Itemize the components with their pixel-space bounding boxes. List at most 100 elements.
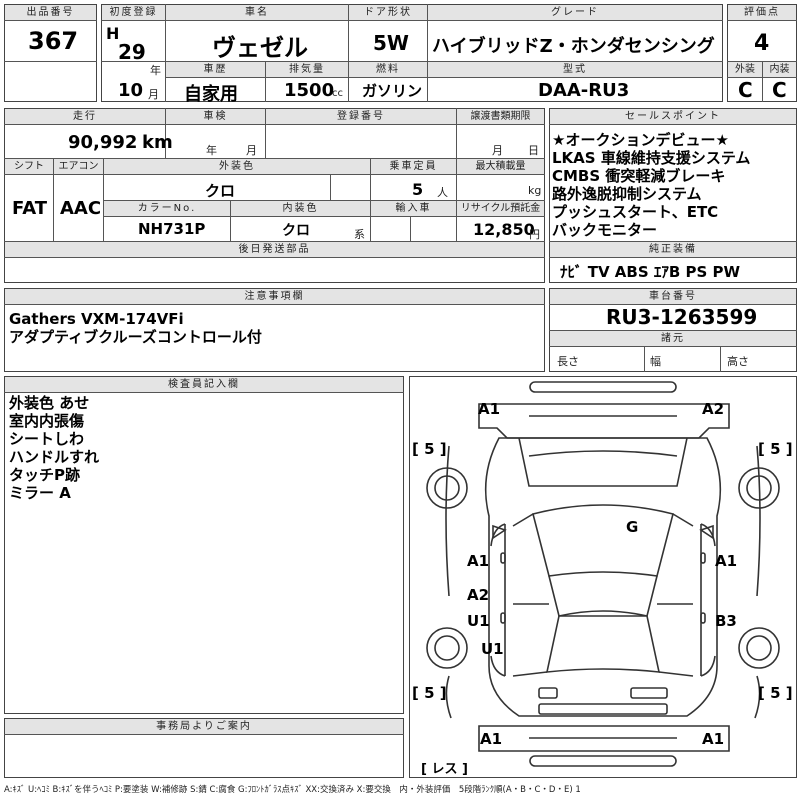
ac-label: エアコン (54, 159, 103, 174)
model-label: 型式 (428, 62, 722, 77)
damage-right-front-door: A1 (715, 552, 738, 570)
int-grade: C (772, 78, 787, 102)
displacement-label: 排気量 (266, 62, 348, 77)
length-label: 長さ (557, 355, 579, 368)
recycle-unit: 円 (529, 228, 540, 241)
sales-line: プッシュスタート、ETC (552, 203, 719, 221)
inspector-box (4, 376, 404, 714)
damage-left-rear-door: A2 (467, 586, 490, 604)
score-label: 評価点 (728, 5, 796, 20)
month-unit: 月 (148, 88, 159, 101)
chassis-number: RU3-1263599 (606, 305, 758, 329)
reg-year: 29 (118, 40, 146, 64)
ext-color-label: 外装色 (104, 159, 370, 174)
grade-label: グレード (428, 5, 722, 20)
note-line: Gathers VXM-174VFi (9, 310, 184, 328)
sales-points: ★オークションデビュー★ LKAS 車線維持支援システム CMBS 衝突軽減ブレ… (552, 131, 750, 239)
model-code: DAA-RU3 (538, 80, 630, 101)
color-no: NH731P (138, 220, 206, 238)
later-parts-label: 後日発送部品 (5, 242, 544, 257)
mileage-label: 走行 (5, 109, 165, 124)
damage-left-rear-door-2: U1 (467, 612, 490, 630)
max-load-label: 最大積載量 (457, 159, 544, 174)
spare-tire: [ レス ] (421, 762, 468, 777)
notes-lines: Gathers VXM-174VFi アダプティブクルーズコントロール付 (9, 310, 262, 346)
color-no-label: カラーNo. (104, 201, 230, 216)
score: 4 (754, 31, 770, 56)
transfer-day-unit: 日 (528, 144, 539, 157)
inspector-line: タッチP跡 (9, 466, 80, 484)
sales-line: 路外逸脱抑制システム (552, 185, 702, 203)
insp-month-unit: 月 (246, 144, 257, 157)
ac: AAC (60, 198, 102, 219)
max-load-unit: kg (528, 184, 542, 197)
legend: A:ｷｽﾞ U:ﾍｺﾐ B:ｷｽﾞを伴うﾍｺﾐ P:要塗装 W:補修跡 S:錆 … (4, 785, 581, 795)
damage-rear-right: A1 (702, 730, 725, 748)
inspector-line: シートしわ (9, 430, 85, 448)
tire-rear-left: [ 5 ] (412, 684, 447, 702)
chassis-label: 車台番号 (550, 289, 796, 304)
capacity: 5 (412, 180, 424, 199)
ext-label: 外装 (728, 62, 762, 77)
recycle-fee: 12,850 (473, 220, 535, 239)
inspector-line: ハンドルすれ (9, 448, 100, 466)
inspector-lines: 外装色 あせ 室内内張傷 シートしわ ハンドルすれ タッチP跡 ミラー A (9, 394, 99, 502)
inspection-label: 車検 (166, 109, 265, 124)
note-line: アダプティブクルーズコントロール付 (9, 328, 262, 346)
capacity-unit: 人 (437, 186, 448, 199)
door-type: 5W (373, 31, 409, 55)
lot-label: 出品番号 (5, 5, 96, 20)
grade: ハイブリッドZ・ホンダセンシング (432, 36, 715, 57)
history-label: 車歴 (166, 62, 265, 77)
vehicle-name: ヴェゼル (212, 34, 308, 62)
inspector-line: 室内内張傷 (9, 412, 85, 430)
tire-front-right: [ 5 ] (758, 440, 793, 458)
displacement: 1500 (284, 80, 335, 101)
damage-front-right: A2 (702, 400, 725, 418)
inspector-line: 外装色 あせ (9, 394, 90, 412)
equipment: ﾅﾋﾞ TV ABS ｴｱB PS PW (560, 263, 741, 281)
sales-line: バックモニター (552, 221, 658, 239)
recycle-label: リサイクル預託金 (457, 201, 544, 216)
equipment-label: 純正装備 (550, 242, 796, 257)
int-color: クロ (282, 223, 310, 239)
fuel: ガソリン (362, 82, 423, 100)
transfer-month-unit: 月 (492, 144, 503, 157)
office-label: 事務局よりご案内 (5, 719, 403, 734)
sales-line: ★オークションデビュー★ (552, 131, 729, 149)
inspector-line: ミラー A (9, 484, 71, 502)
tire-rear-right: [ 5 ] (758, 684, 793, 702)
year-unit: 年 (150, 64, 161, 77)
car-diagram (426, 381, 780, 767)
lot-number: 367 (28, 27, 79, 55)
int-color-label: 内装色 (231, 201, 370, 216)
import-label: 輸入車 (371, 201, 456, 216)
int-color-unit: 系 (354, 228, 365, 241)
damage-left-rear-fender: U1 (481, 640, 504, 658)
displacement-unit: cc (332, 88, 343, 99)
dims-label: 諸元 (550, 331, 796, 346)
damage-left-front-door: A1 (467, 552, 490, 570)
notes-label: 注意事項欄 (5, 289, 544, 304)
sales-line: LKAS 車線維持支援システム (552, 149, 751, 167)
ext-color: クロ (205, 182, 236, 200)
fuel-label: 燃料 (349, 62, 427, 77)
transfer-label: 譲渡書類期限 (457, 109, 544, 124)
damage-right-rear-door: B3 (715, 612, 737, 630)
damage-front-left: A1 (478, 400, 501, 418)
name-label: 車名 (166, 5, 348, 20)
reg-month: 10 (118, 80, 144, 101)
damage-rear-left: A1 (480, 730, 503, 748)
doors-label: ドア形状 (349, 5, 427, 20)
inspector-label: 検査員記入欄 (5, 377, 403, 392)
mileage: 90,992 (68, 132, 138, 153)
int-label: 内装 (763, 62, 796, 77)
width-label: 幅 (650, 355, 661, 368)
era: H (106, 24, 120, 43)
shift-label: シフト (5, 159, 53, 174)
ext-grade: C (738, 78, 753, 102)
insp-year-unit: 年 (206, 144, 217, 157)
height-label: 高さ (727, 355, 749, 368)
tire-front-left: [ 5 ] (412, 440, 447, 458)
first-reg-label: 初度登録 (102, 5, 165, 20)
